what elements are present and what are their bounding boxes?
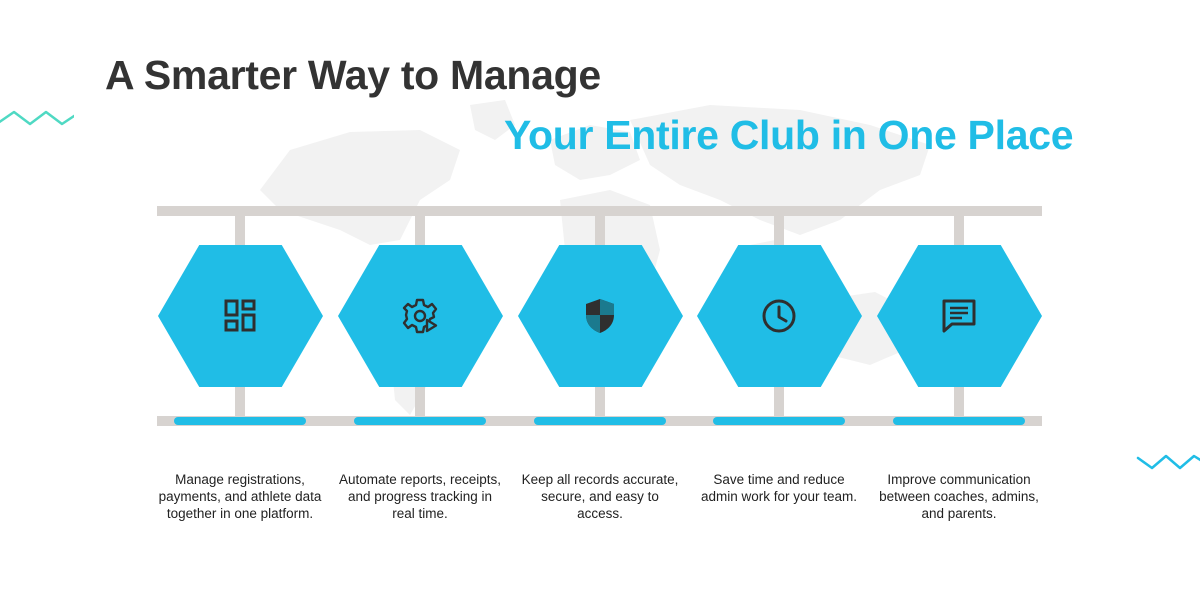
- chat-icon: [942, 299, 976, 333]
- clock-icon: [762, 299, 796, 333]
- step-2-caption: Automate reports, receipts, and progress…: [338, 472, 502, 521]
- step-3-caption: Keep all records accurate, secure, and e…: [521, 472, 679, 521]
- step-underline: [534, 417, 666, 425]
- dashboard-icon: [224, 299, 256, 332]
- step-underline: [893, 417, 1025, 425]
- step-4-caption: Save time and reduce admin work for your…: [700, 472, 858, 504]
- zigzag-decoration-left: [0, 110, 74, 126]
- step-underline: [713, 417, 845, 425]
- step-5-caption: Improve communication between coaches, a…: [879, 472, 1039, 521]
- gear-play-icon: [402, 298, 438, 334]
- step-underline: [354, 417, 486, 425]
- shield-icon: [586, 299, 614, 333]
- step-underline: [174, 417, 306, 425]
- title-line-1: A Smarter Way to Manage: [105, 52, 601, 98]
- zigzag-decoration-right: [1136, 454, 1200, 470]
- step-1-caption: Manage registrations, payments, and athl…: [158, 472, 322, 521]
- top-rail: [157, 206, 1042, 216]
- title-line-2: Your Entire Club in One Place: [504, 112, 1074, 158]
